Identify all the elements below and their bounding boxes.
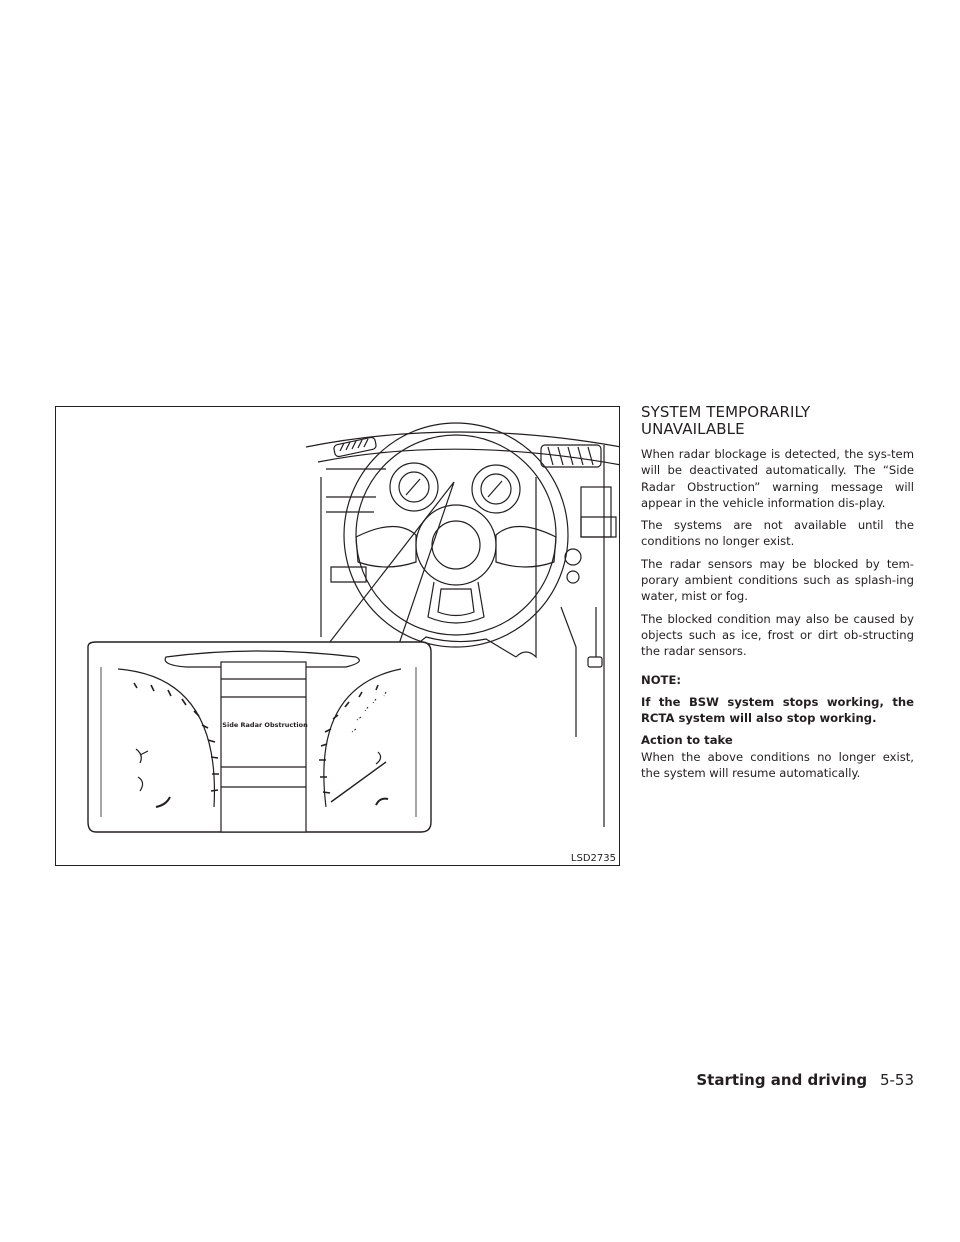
note-text: If the BSW system stops working, the RCT… (641, 694, 914, 726)
dashboard-illustration (87, 422, 619, 833)
section-title-line1: SYSTEM TEMPORARILY (641, 403, 811, 421)
text-column: SYSTEM TEMPORARILY UNAVAILABLE When rada… (641, 404, 914, 787)
paragraph: The blocked condition may also be caused… (641, 611, 914, 659)
instrument-cluster (87, 641, 432, 833)
action-text: When the above conditions no longer exis… (641, 749, 914, 781)
page-footer: Starting and driving 5-53 (696, 1071, 914, 1089)
paragraph: The systems are not available until the … (641, 518, 914, 549)
chapter-title: Starting and driving (696, 1071, 868, 1089)
illustration-figure: Side Radar Obstruction LSD2735 (55, 406, 620, 866)
paragraph: The radar sensors may be blocked by tem-… (641, 556, 914, 604)
display-message: Side Radar Obstruction (222, 721, 308, 729)
action-label: Action to take (641, 733, 733, 748)
page-number: 5-53 (879, 1071, 914, 1089)
paragraph: When radar blockage is detected, the sys… (641, 447, 914, 510)
figure-code: LSD2735 (570, 853, 616, 864)
air-vent-icon (333, 436, 377, 458)
note-label: NOTE: (641, 672, 682, 687)
air-vent-right-icon (540, 444, 602, 468)
section-title-line2: UNAVAILABLE (641, 420, 745, 438)
section-title: SYSTEM TEMPORARILY UNAVAILABLE (641, 404, 914, 438)
steering-wheel-icon (343, 422, 569, 648)
